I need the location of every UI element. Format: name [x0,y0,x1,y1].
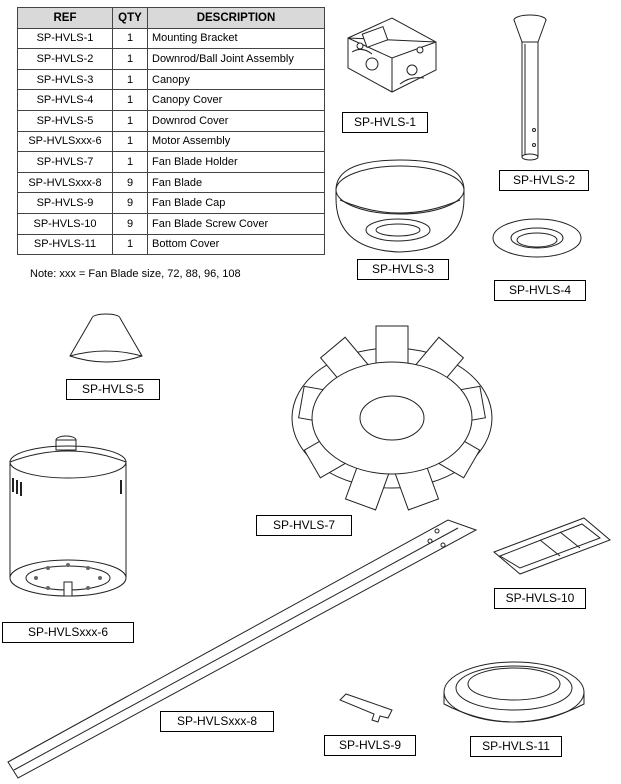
column-header-description: DESCRIPTION [147,7,325,29]
size-note: Note: xxx = Fan Blade size, 72, 88, 96, … [30,268,241,280]
cell-description: Motor Assembly [147,130,325,153]
cell-description: Canopy [147,68,325,91]
bottom-cover-illustration [443,661,585,723]
table-header-row: REF QTY DESCRIPTION [17,7,325,29]
cell-ref: SP-HVLS-4 [17,89,113,111]
mounting-bracket-illustration [347,17,437,93]
column-header-qty: QTY [112,7,148,29]
part-label-6: SP-HVLSxxx-6 [2,622,134,643]
cell-ref: SP-HVLS-7 [17,151,113,173]
part-label-4: SP-HVLS-4 [494,280,586,301]
cell-description: Fan Blade [147,171,325,194]
canopy-illustration [335,159,465,253]
part-label-9: SP-HVLS-9 [324,735,416,756]
blade-cap-illustration [339,693,393,723]
fan-blade-illustration [7,519,478,779]
downrod-cover-illustration [69,313,143,363]
downrod-illustration [513,14,547,161]
cell-description: Fan Blade Holder [147,151,325,173]
cell-description: Mounting Bracket [147,27,325,50]
cell-ref: SP-HVLS-11 [17,233,113,256]
screw-cover-illustration [493,517,611,575]
cell-description: Downrod/Ball Joint Assembly [147,48,325,70]
part-label-5: SP-HVLS-5 [66,379,160,400]
part-label-1: SP-HVLS-1 [342,112,428,133]
part-label-7: SP-HVLS-7 [256,515,352,536]
motor-assembly-illustration [9,435,127,597]
part-label-8: SP-HVLSxxx-8 [160,711,274,732]
part-label-2: SP-HVLS-2 [499,170,589,191]
part-label-11: SP-HVLS-11 [470,736,562,757]
column-header-ref: REF [17,7,113,29]
cell-description: Canopy Cover [147,89,325,111]
canopy-cover-illustration [492,218,582,258]
cell-qty: 1 [112,233,148,256]
part-label-3: SP-HVLS-3 [357,259,449,280]
cell-description: Downrod Cover [147,109,325,132]
cell-description: Bottom Cover [147,233,325,256]
blade-holder-illustration [291,325,493,511]
part-label-10: SP-HVLS-10 [494,588,586,609]
cell-ref: SP-HVLS-1 [17,27,113,50]
